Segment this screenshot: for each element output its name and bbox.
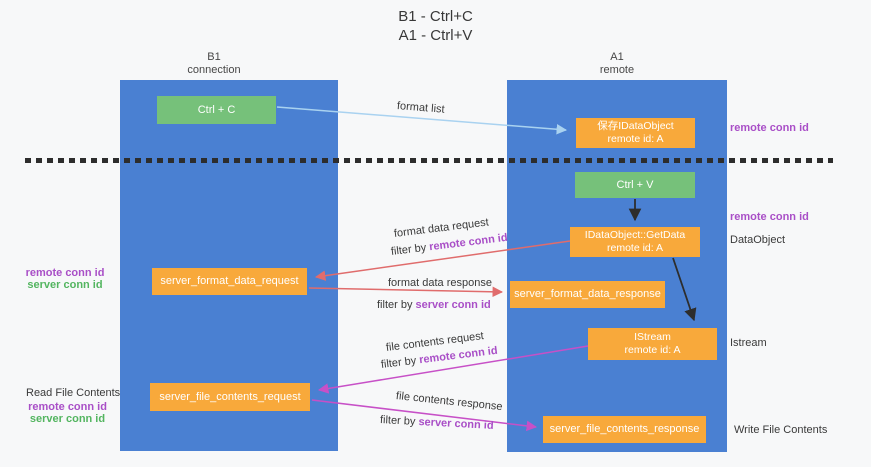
filter-by-text: filter by xyxy=(377,299,413,311)
server-conn-id-key: server conn id xyxy=(415,299,491,311)
istream-line1: IStream xyxy=(634,331,671,343)
left-server-conn-id-1: server conn id xyxy=(27,279,103,291)
server-format-data-response-label: server_format_data_response xyxy=(514,288,661,300)
server-file-contents-response-node: server_file_contents_response xyxy=(543,416,706,443)
left-server-conn-id-2: server conn id xyxy=(29,413,106,425)
dataobject-label: DataObject xyxy=(730,234,786,246)
istream-node: IStream remote id: A xyxy=(588,328,717,360)
diagram-title: B1 - Ctrl+C A1 - Ctrl+V xyxy=(0,7,871,45)
server-format-data-request-node: server_format_data_request xyxy=(152,268,307,295)
ctrl-c-label: Ctrl + C xyxy=(197,103,236,116)
getdata-line1: IDataObject::GetData xyxy=(584,229,686,241)
left-remote-conn-id-1: remote conn id xyxy=(25,267,105,279)
right-remote-conn-id-label-1: remote conn id xyxy=(730,122,809,134)
save-idataobject-line1: 保存IDataObject xyxy=(597,120,674,132)
filter-by-server-conn-id-label-2: filter by server conn id xyxy=(380,414,494,432)
left-column-name: B1 xyxy=(207,51,221,63)
left-conn-id-group-2: remote conn id server conn id xyxy=(25,401,110,425)
getdata-node: IDataObject::GetData remote id: A xyxy=(570,227,700,257)
file-contents-response-label: file contents response xyxy=(395,390,504,414)
istream-side-label: Istream xyxy=(730,337,767,349)
filter-by-text: filter by xyxy=(390,241,427,258)
right-remote-conn-id-label-2: remote conn id xyxy=(730,211,809,223)
filter-by-server-conn-id-label-1: filter by server conn id xyxy=(377,299,491,311)
filter-by-text: filter by xyxy=(379,414,416,428)
ctrl-v-node: Ctrl + V xyxy=(575,172,695,198)
remote-conn-id-key: remote conn id xyxy=(428,231,509,254)
write-file-contents-label: Write File Contents xyxy=(734,424,828,436)
title-line-1: B1 - Ctrl+C xyxy=(398,8,473,25)
title-line-2: A1 - Ctrl+V xyxy=(398,27,473,44)
dashed-separator-line xyxy=(25,158,833,163)
right-column-header: A1 remote xyxy=(557,51,677,77)
server-file-contents-request-label: server_file_contents_request xyxy=(159,390,301,403)
server-file-contents-request-node: server_file_contents_request xyxy=(150,383,310,411)
left-remote-conn-id-2: remote conn id xyxy=(28,401,107,413)
save-idataobject-line2: remote id: A xyxy=(607,133,664,145)
server-conn-id-key: server conn id xyxy=(418,416,494,432)
right-column-role: remote xyxy=(599,64,635,76)
getdata-line2: remote id: A xyxy=(606,242,664,254)
save-idataobject-node: 保存IDataObject remote id: A xyxy=(576,118,695,148)
server-file-contents-response-label: server_file_contents_response xyxy=(549,423,700,435)
format-list-label: format list xyxy=(396,100,446,116)
server-format-data-request-label: server_format_data_request xyxy=(160,275,299,287)
left-conn-id-group-1: remote conn id server conn id xyxy=(20,267,110,291)
left-column-role: connection xyxy=(187,64,241,76)
ctrl-v-label: Ctrl + V xyxy=(616,178,654,191)
filter-by-text: filter by xyxy=(380,354,417,371)
left-column-header: B1 connection xyxy=(154,51,274,77)
server-format-data-response-node: server_format_data_response xyxy=(510,281,665,308)
ctrl-c-node: Ctrl + C xyxy=(157,96,276,124)
right-column-name: A1 xyxy=(610,51,624,63)
format-data-response-label: format data response xyxy=(388,277,492,289)
read-file-contents-label: Read File Contents xyxy=(26,387,121,399)
istream-line2: remote id: A xyxy=(624,344,681,356)
